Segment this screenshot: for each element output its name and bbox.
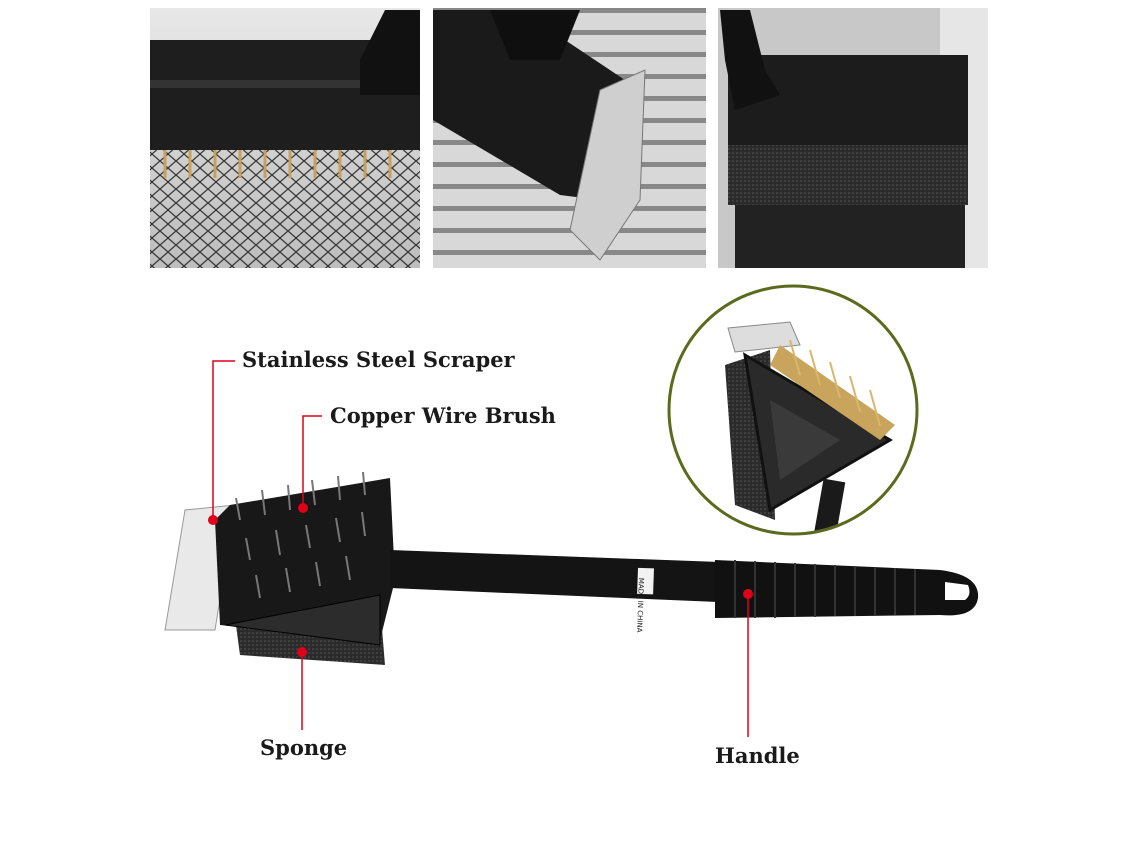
- handle-shaft: [390, 550, 720, 602]
- grill-brush: [164, 471, 979, 665]
- callout-dot-brush: [298, 503, 308, 513]
- label-copper-wire-brush: Copper Wire Brush: [330, 403, 556, 428]
- photo-sponge-side: [718, 8, 988, 268]
- callout-dot-sponge: [297, 647, 307, 657]
- callout-dot-scraper: [208, 515, 218, 525]
- wire-bristles: [235, 471, 366, 599]
- label-sponge: Sponge: [260, 735, 348, 760]
- callout-brush: [302, 415, 322, 508]
- product-label: [637, 567, 654, 595]
- inset-closeup: [667, 284, 919, 536]
- photo-mesh-grill: [150, 8, 420, 268]
- label-stainless-steel-scraper: Stainless Steel Scraper: [242, 347, 515, 372]
- callout-scraper: [212, 360, 235, 520]
- handle-grip: [715, 560, 979, 618]
- callout-dot-handle: [743, 589, 753, 599]
- brush-head: [215, 478, 395, 640]
- label-handle: Handle: [715, 743, 800, 768]
- photo-rod-grill: [433, 8, 706, 268]
